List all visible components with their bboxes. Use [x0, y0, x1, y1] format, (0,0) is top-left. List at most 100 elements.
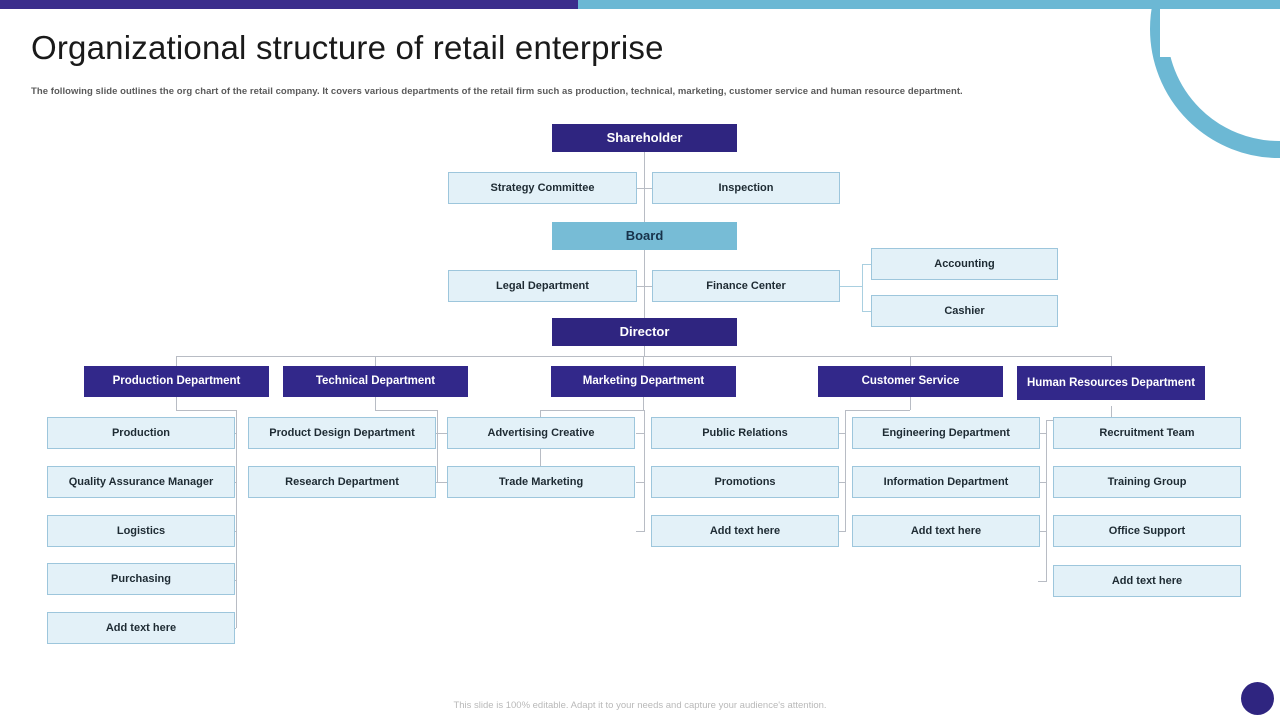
node-public-relations-add-text-label: Add text here — [709, 524, 781, 537]
node-department-marketing-label: Marketing Department — [582, 375, 705, 388]
node-inspection[interactable]: Inspection — [652, 172, 840, 204]
node-information-department[interactable]: Information Department — [852, 466, 1040, 498]
node-legal-department-label: Legal Department — [496, 279, 589, 292]
connector-production-spine — [236, 410, 237, 628]
node-advertising-creative-label: Advertising Creative — [487, 426, 595, 439]
node-production-add-text[interactable]: Add text here — [47, 612, 235, 644]
node-logistics[interactable]: Logistics — [47, 515, 235, 547]
node-purchasing[interactable]: Purchasing — [47, 563, 235, 595]
node-quality-assurance-manager-label: Quality Assurance Manager — [68, 475, 214, 488]
node-finance-center-label: Finance Center — [706, 279, 786, 292]
node-quality-assurance-manager[interactable]: Quality Assurance Manager — [47, 466, 235, 498]
node-engineering-department[interactable]: Engineering Department — [852, 417, 1040, 449]
node-department-customer-service-label: Customer Service — [861, 375, 960, 388]
connector-legal-stub — [636, 286, 652, 287]
node-finance-center[interactable]: Finance Center — [652, 270, 840, 302]
connector-hr-stub-4 — [1038, 581, 1047, 582]
top-accent-bar-dark — [0, 0, 578, 9]
node-product-design-department-label: Product Design Department — [269, 426, 415, 439]
node-office-support-label: Office Support — [1108, 524, 1186, 537]
connector-staff-to-director — [644, 286, 645, 320]
node-strategy-committee-label: Strategy Committee — [490, 181, 595, 194]
node-department-technical[interactable]: Technical Department — [283, 366, 468, 397]
connector-drop-customer-service — [910, 356, 911, 367]
node-promotions[interactable]: Promotions — [651, 466, 839, 498]
connector-production-drop — [176, 396, 177, 410]
connector-cashier-stub — [862, 311, 872, 312]
node-legal-department[interactable]: Legal Department — [448, 270, 637, 302]
node-shareholder[interactable]: Shareholder — [552, 124, 737, 152]
connector-cs-stub-2 — [837, 482, 846, 483]
connector-hr-stub-3 — [1038, 531, 1047, 532]
connector-board-to-staff — [644, 250, 645, 286]
connector-cs-spine — [845, 410, 846, 531]
top-accent-bar-light — [578, 0, 1280, 9]
connector-drop-hr — [1111, 356, 1112, 367]
connector-finance-spine — [862, 264, 863, 311]
connector-drop-marketing — [643, 356, 644, 367]
node-public-relations[interactable]: Public Relations — [651, 417, 839, 449]
connector-hr-drop — [1111, 406, 1112, 420]
node-shareholder-label: Shareholder — [606, 129, 683, 145]
node-accounting[interactable]: Accounting — [871, 248, 1058, 280]
node-purchasing-label: Purchasing — [111, 572, 171, 585]
connector-department-bus — [176, 356, 1112, 357]
node-logistics-label: Logistics — [116, 524, 166, 537]
connector-cs-stub-1 — [837, 433, 846, 434]
node-hr-add-text[interactable]: Add text here — [1053, 565, 1241, 597]
connector-board-trunk — [644, 188, 645, 224]
node-department-human-resources-label: Human Resources Department — [1026, 376, 1196, 389]
node-department-production[interactable]: Production Department — [84, 366, 269, 397]
node-research-department-label: Research Department — [285, 475, 399, 488]
node-cashier[interactable]: Cashier — [871, 295, 1058, 327]
node-inspection-label: Inspection — [718, 181, 774, 194]
node-customer-service-add-text-label: Add text here — [910, 524, 982, 537]
connector-strategy-stub — [636, 188, 652, 189]
connector-technical-elbow — [375, 410, 437, 411]
node-training-group[interactable]: Training Group — [1053, 466, 1241, 498]
connector-cs-stub-3 — [837, 531, 846, 532]
node-board[interactable]: Board — [552, 222, 737, 250]
node-trade-marketing-label: Trade Marketing — [498, 475, 584, 488]
node-office-support[interactable]: Office Support — [1053, 515, 1241, 547]
connector-technical-spine — [437, 410, 438, 482]
connector-hr-spine — [1046, 420, 1047, 581]
connector-mkt-stub-1 — [437, 433, 447, 434]
node-department-human-resources[interactable]: Human Resources Department — [1017, 366, 1205, 400]
node-strategy-committee[interactable]: Strategy Committee — [448, 172, 637, 204]
connector-cs-bus — [845, 410, 910, 411]
node-director[interactable]: Director — [552, 318, 737, 346]
node-public-relations-add-text[interactable]: Add text here — [651, 515, 839, 547]
node-recruitment-team[interactable]: Recruitment Team — [1053, 417, 1241, 449]
node-public-relations-label: Public Relations — [702, 426, 788, 439]
node-promotions-label: Promotions — [714, 475, 776, 488]
page-subtitle: The following slide outlines the org cha… — [31, 86, 963, 97]
node-board-label: Board — [625, 227, 664, 243]
node-information-department-label: Information Department — [883, 475, 1009, 488]
node-trade-marketing[interactable]: Trade Marketing — [447, 466, 635, 498]
node-advertising-creative[interactable]: Advertising Creative — [447, 417, 635, 449]
connector-pr-spine — [644, 410, 645, 531]
node-production-label: Production — [111, 426, 171, 439]
node-training-group-label: Training Group — [1107, 475, 1187, 488]
connector-finance-stub — [840, 286, 862, 287]
connector-marketing-drop-left — [643, 396, 644, 410]
node-customer-service-add-text[interactable]: Add text here — [852, 515, 1040, 547]
connector-drop-technical — [375, 356, 376, 367]
node-director-label: Director — [619, 323, 670, 339]
decorative-dot — [1241, 682, 1274, 715]
decorative-ring-mask — [1160, 9, 1280, 57]
connector-pr-stub-2 — [636, 482, 645, 483]
node-production[interactable]: Production — [47, 417, 235, 449]
node-department-marketing[interactable]: Marketing Department — [551, 366, 736, 397]
node-product-design-department[interactable]: Product Design Department — [248, 417, 436, 449]
connector-production-elbow — [176, 410, 236, 411]
page-title: Organizational structure of retail enter… — [31, 29, 664, 66]
org-chart: Shareholder Strategy Committee Inspectio… — [47, 124, 1241, 644]
connector-technical-drop — [375, 396, 376, 410]
node-engineering-department-label: Engineering Department — [882, 426, 1010, 439]
node-department-production-label: Production Department — [112, 375, 241, 388]
connector-hr-stub-1 — [1038, 433, 1047, 434]
node-department-customer-service[interactable]: Customer Service — [818, 366, 1003, 397]
node-research-department[interactable]: Research Department — [248, 466, 436, 498]
